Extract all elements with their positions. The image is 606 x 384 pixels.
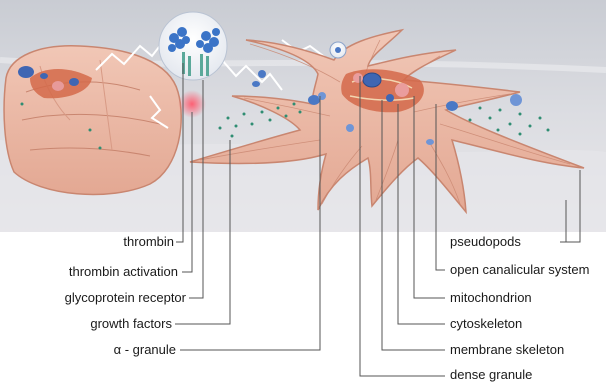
label-growth-factors: growth factors xyxy=(90,316,172,332)
label-mitochondrion: mitochondrion xyxy=(450,290,532,306)
label-thrombin-activation: thrombin activation xyxy=(69,264,178,280)
label-cytoskeleton: cytoskeleton xyxy=(450,316,522,332)
label-thrombin: thrombin xyxy=(123,234,174,250)
label-glycoprotein-receptor: glycoprotein receptor xyxy=(65,290,186,306)
label-pseudopods: pseudopods xyxy=(450,234,521,250)
thrombin-inset xyxy=(159,12,227,80)
label-dense-granule: dense granule xyxy=(450,367,532,383)
label-membrane-skeleton: membrane skeleton xyxy=(450,342,564,358)
label-alpha-granule: α - granule xyxy=(114,342,176,358)
label-open-canalicular-system: open canalicular system xyxy=(450,262,589,278)
